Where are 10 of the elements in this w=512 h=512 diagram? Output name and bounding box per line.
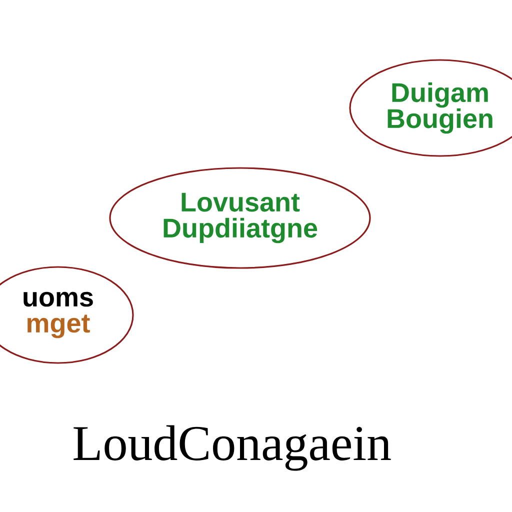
label-text: Dupdiiatgne	[164, 218, 318, 244]
oval-label	[0, 266, 134, 364]
label-text: Lovusant	[182, 192, 300, 212]
oval-label	[349, 59, 512, 157]
label-text: mget	[28, 314, 90, 338]
oval-label	[109, 167, 371, 269]
label-text: Duigam	[392, 82, 488, 108]
label-text: uoms	[24, 292, 93, 307]
heading-text: LoudConagaein	[74, 425, 391, 471]
label-text: Bougien	[388, 108, 492, 134]
